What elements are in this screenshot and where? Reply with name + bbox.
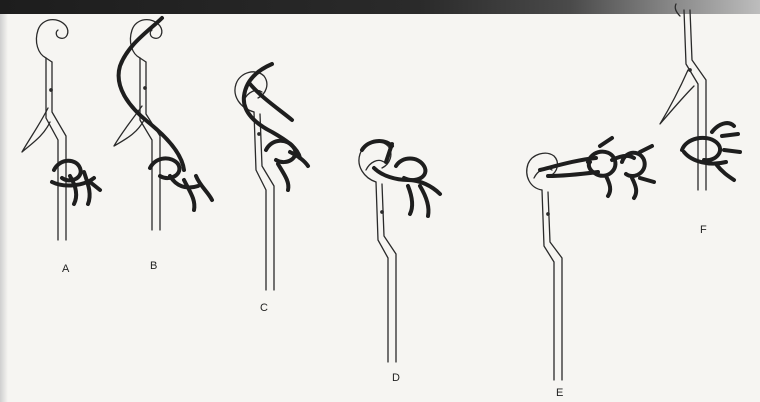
panel-label-b: B: [150, 260, 158, 272]
panel-label-a: A: [62, 263, 70, 275]
panel-c-hook: [235, 72, 274, 290]
panel-d-hook: [359, 142, 396, 362]
panel-label-d: D: [392, 372, 400, 384]
panel-b-hook: [114, 20, 162, 230]
panel-b-yarn: [119, 18, 212, 210]
panel-label-c: C: [260, 302, 268, 314]
panel-label-f: F: [700, 224, 707, 236]
panel-f-yarn: [682, 123, 740, 180]
panel-a-yarn: [52, 161, 100, 204]
panel-label-e: E: [556, 387, 564, 399]
panel-e-hook: [527, 153, 562, 380]
panel-d-yarn: [362, 141, 440, 216]
panel-a-hook: [22, 20, 68, 240]
panel-c-yarn: [244, 64, 308, 190]
